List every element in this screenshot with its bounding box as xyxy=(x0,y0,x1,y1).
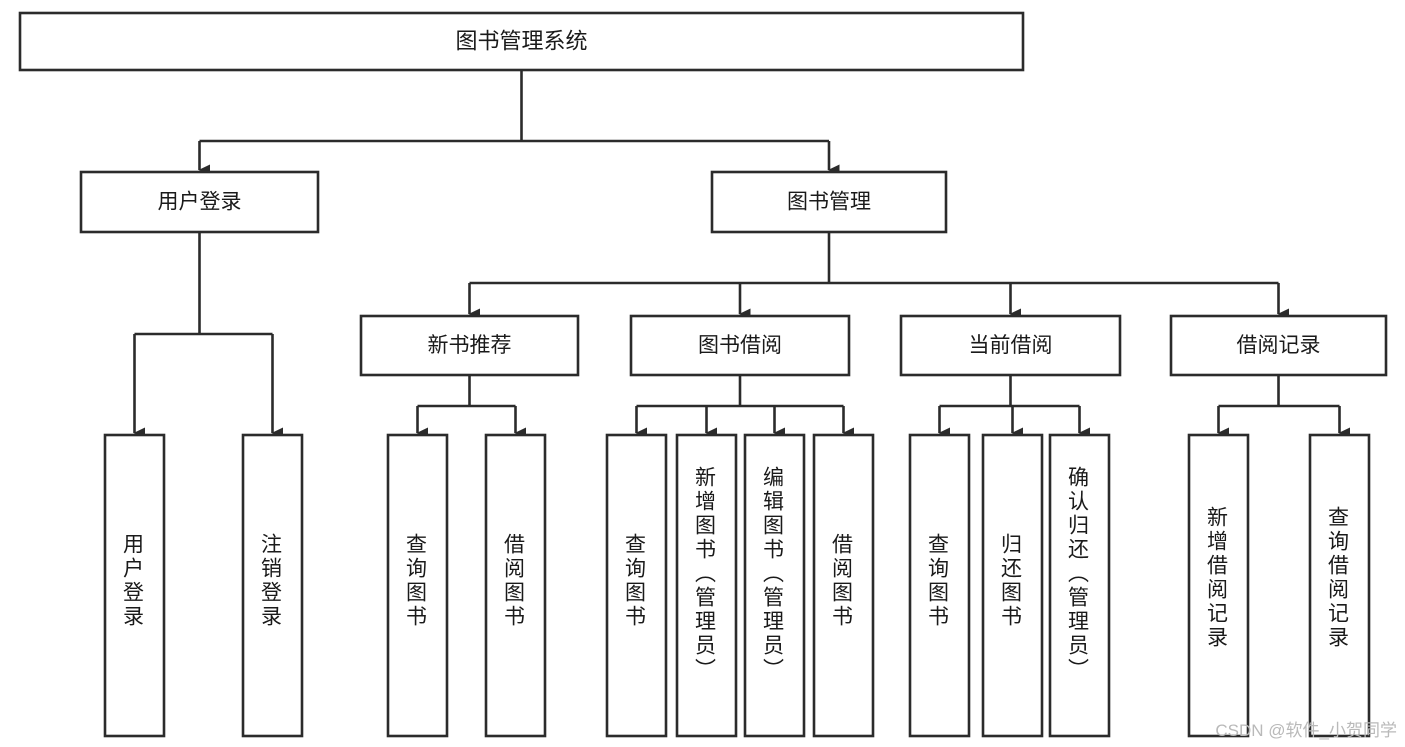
leaf-box-11[interactable] xyxy=(1187,433,1250,738)
leaf-box-5[interactable] xyxy=(675,433,738,738)
leaf-box-1[interactable] xyxy=(241,433,304,738)
node-level3-3[interactable] xyxy=(1169,314,1388,377)
node-root[interactable] xyxy=(18,11,1025,72)
leaf-box-4[interactable] xyxy=(605,433,668,738)
node-level3-2[interactable] xyxy=(899,314,1122,377)
leaf-box-12[interactable] xyxy=(1308,433,1371,738)
leaf-box-6[interactable] xyxy=(743,433,806,738)
node-level3-3-label: 借阅记录 xyxy=(1237,334,1321,357)
node-level3-1[interactable] xyxy=(629,314,851,377)
node-level2-0-label: 用户登录 xyxy=(158,191,242,214)
leaf-box-7[interactable] xyxy=(812,433,875,738)
watermark-text: CSDN @软件_小贺同学 xyxy=(1215,721,1397,740)
node-root-label: 图书管理系统 xyxy=(455,28,587,53)
connector-lines xyxy=(133,70,1350,439)
node-boxes xyxy=(18,11,1388,738)
node-level3-2-label: 当前借阅 xyxy=(969,334,1053,357)
node-level3-1-label: 图书借阅 xyxy=(698,334,782,357)
leaf-box-2[interactable] xyxy=(386,433,449,738)
node-level2-0[interactable] xyxy=(79,170,320,234)
leaf-box-10[interactable] xyxy=(1048,433,1111,738)
leaf-box-8[interactable] xyxy=(908,433,971,738)
leaf-box-9[interactable] xyxy=(981,433,1044,738)
node-level2-1-label: 图书管理 xyxy=(787,191,871,214)
leaf-box-0[interactable] xyxy=(103,433,166,738)
node-level2-1[interactable] xyxy=(710,170,948,234)
node-level3-0-label: 新书推荐 xyxy=(428,334,512,357)
leaf-box-3[interactable] xyxy=(484,433,547,738)
node-level3-0[interactable] xyxy=(359,314,580,377)
